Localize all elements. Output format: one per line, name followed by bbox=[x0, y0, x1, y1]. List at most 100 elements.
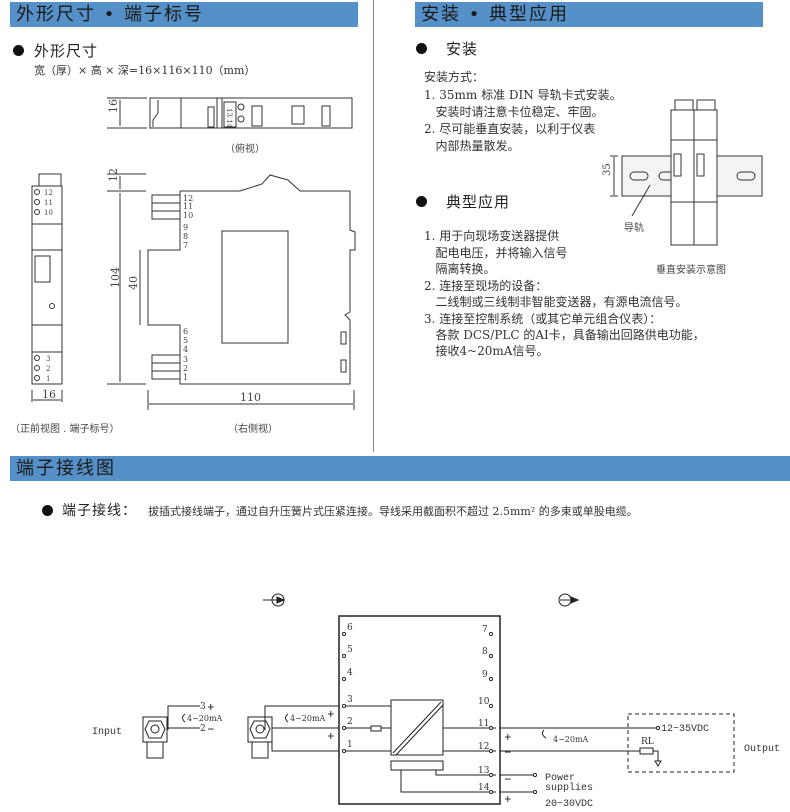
install-method-label: 安装方式： bbox=[424, 70, 485, 84]
right-terminal-label: 12 bbox=[478, 742, 489, 752]
plus-sign: + bbox=[504, 733, 512, 743]
side-view-caption: （右侧视） bbox=[228, 424, 278, 435]
left-terminal-label: 2 bbox=[347, 717, 353, 727]
application-item: 各款 DCS/PLC 的AI卡，具备输出回路供电功能， bbox=[424, 328, 705, 342]
output-voltage: 12~35VDC bbox=[661, 724, 709, 735]
rail-dimension: 35 bbox=[602, 163, 613, 176]
front-terminal-label: 11 bbox=[44, 199, 53, 207]
right-terminal-label: 11 bbox=[478, 719, 489, 729]
din-rail-diagram: 35 bbox=[602, 99, 763, 246]
dimensions-section-header: 外形尺寸 • 端子标号 bbox=[10, 2, 358, 27]
bullet-icon bbox=[416, 196, 427, 207]
plus-sign: + bbox=[504, 795, 512, 805]
application-item: 配电电压，并将输入信号 bbox=[424, 246, 568, 260]
side-view-drawing bbox=[107, 173, 356, 410]
dim-12: 12 bbox=[107, 168, 120, 182]
install-section-header: 安装 • 典型应用 bbox=[415, 2, 763, 27]
dim-104: 104 bbox=[109, 267, 122, 288]
application-item: 2. 连接至现场的设备： bbox=[424, 279, 548, 293]
side-terminal-label: 7 bbox=[183, 241, 188, 250]
dim-16-front: 16 bbox=[42, 388, 56, 401]
side-terminal-label: 4 bbox=[183, 345, 188, 354]
left-terminal-label: 6 bbox=[347, 623, 353, 633]
power-label-2: supplies bbox=[545, 782, 593, 794]
side-terminal-label: 8 bbox=[183, 232, 188, 241]
front-view-caption: （正前视图 . 端子标号） bbox=[10, 424, 120, 435]
front-terminal-label: 12 bbox=[44, 189, 53, 197]
application-item: 3. 连接至控制系统（或其它单元组合仪表）： bbox=[424, 312, 662, 326]
side-terminal-label: 3 bbox=[183, 355, 188, 364]
application-title: 典型应用 bbox=[446, 193, 511, 211]
signal-label: 4~20mA bbox=[290, 714, 326, 723]
right-terminal-label: 7 bbox=[482, 625, 488, 635]
bullet-icon bbox=[13, 45, 24, 56]
wiring-diagram: 6 5 4 3 2 1 7 8 9 10 11 12 13 14 3 2 + −… bbox=[92, 593, 780, 810]
application-item: 接收4~20mA信号。 bbox=[424, 344, 549, 358]
left-terminal-label: 1 bbox=[347, 740, 353, 750]
minus-sign: − bbox=[504, 748, 512, 758]
wiring-bullet-title: 端子接线： bbox=[62, 503, 137, 519]
front-terminal-label: 1 bbox=[46, 375, 50, 383]
application-item: 隔离转换。 bbox=[424, 262, 496, 276]
rail-label: 导轨 bbox=[624, 223, 644, 234]
side-terminal-label: 1 bbox=[183, 373, 188, 382]
right-terminal-label: 10 bbox=[478, 697, 490, 707]
side-terminal-label: 9 bbox=[183, 223, 188, 232]
dim-110: 110 bbox=[240, 391, 261, 404]
dimensions-title: 外形尺寸 bbox=[34, 42, 99, 60]
dim-40: 40 bbox=[127, 276, 140, 290]
top-view-drawing bbox=[107, 97, 353, 129]
plus-sign: + bbox=[207, 703, 215, 713]
right-terminal-label: 14 bbox=[478, 783, 490, 793]
tx1-terminal-label: 3 bbox=[200, 702, 206, 712]
output-label: Output bbox=[744, 744, 780, 755]
side-terminal-label: 12 bbox=[183, 194, 193, 203]
install-item: 安装时请注意卡位稳定、牢固。 bbox=[424, 105, 604, 119]
install-item: 2. 尽可能垂直安装，以利于仪表 bbox=[424, 122, 596, 136]
side-terminal-label: 10 bbox=[183, 211, 193, 220]
side-terminal-label: 6 bbox=[183, 327, 188, 336]
install-item: 内部热量散发。 bbox=[424, 139, 520, 153]
transmitter-icon bbox=[247, 716, 273, 759]
front-view-drawing bbox=[31, 173, 63, 402]
load-label: RL bbox=[641, 737, 654, 747]
dim-16-top: 16 bbox=[107, 99, 120, 113]
left-terminal-label: 3 bbox=[347, 695, 353, 705]
install-item: 1. 35mm 标准 DIN 导轨卡式安装。 bbox=[424, 88, 622, 102]
minus-sign: − bbox=[207, 725, 215, 735]
application-item: 二线制或三线制非智能变送器，有源电流信号。 bbox=[424, 295, 688, 309]
power-voltage: 20~30VDC bbox=[545, 799, 593, 810]
plus-sign: + bbox=[327, 710, 335, 720]
side-terminal-label: 5 bbox=[183, 336, 188, 345]
bullet-icon bbox=[42, 505, 53, 516]
side-terminal-label: 2 bbox=[183, 364, 188, 373]
output-signal-label: 4~20mA bbox=[553, 735, 589, 744]
left-terminal-label: 4 bbox=[347, 668, 353, 678]
input-arrow-icon bbox=[263, 593, 286, 607]
right-terminal-label: 9 bbox=[482, 670, 488, 680]
tx1-terminal-label: 2 bbox=[200, 724, 206, 734]
top-terminal-label: 13 14 bbox=[225, 108, 233, 129]
input-label: Input bbox=[92, 727, 122, 738]
right-terminal-label: 13 bbox=[478, 766, 490, 776]
output-arrow-icon bbox=[558, 593, 580, 607]
install-title: 安装 bbox=[446, 40, 479, 58]
transmitter-icon bbox=[142, 716, 168, 759]
front-terminal-label: 3 bbox=[46, 355, 50, 363]
dimension-drawings: 16 12 104 40 16 110 13 14 12 11 10 3 2 1… bbox=[31, 97, 356, 410]
minus-sign: − bbox=[504, 775, 512, 785]
bullet-icon bbox=[416, 43, 427, 54]
left-terminal-label: 5 bbox=[347, 645, 353, 655]
signal-label: 4~20mA bbox=[187, 714, 223, 723]
application-item: 1. 用于向现场变送器提供 bbox=[424, 229, 560, 243]
top-view-caption: （俯视） bbox=[225, 144, 265, 155]
install-diagram-caption: 垂直安装示意图 bbox=[656, 265, 726, 276]
side-terminal-label: 11 bbox=[183, 202, 193, 211]
column-separator bbox=[373, 0, 374, 452]
plus-sign: + bbox=[327, 732, 335, 742]
front-terminal-label: 2 bbox=[46, 365, 50, 373]
dimensions-formula: 宽（厚）× 高 × 深=16×116×110（mm） bbox=[34, 64, 256, 77]
wiring-bullet-text: 拔插式接线端子，通过自升压簧片式压紧连接。导线采用截面积不超过 2.5mm² 的… bbox=[148, 505, 638, 518]
front-terminal-label: 10 bbox=[44, 209, 53, 217]
power-label-1: Power bbox=[545, 773, 575, 784]
